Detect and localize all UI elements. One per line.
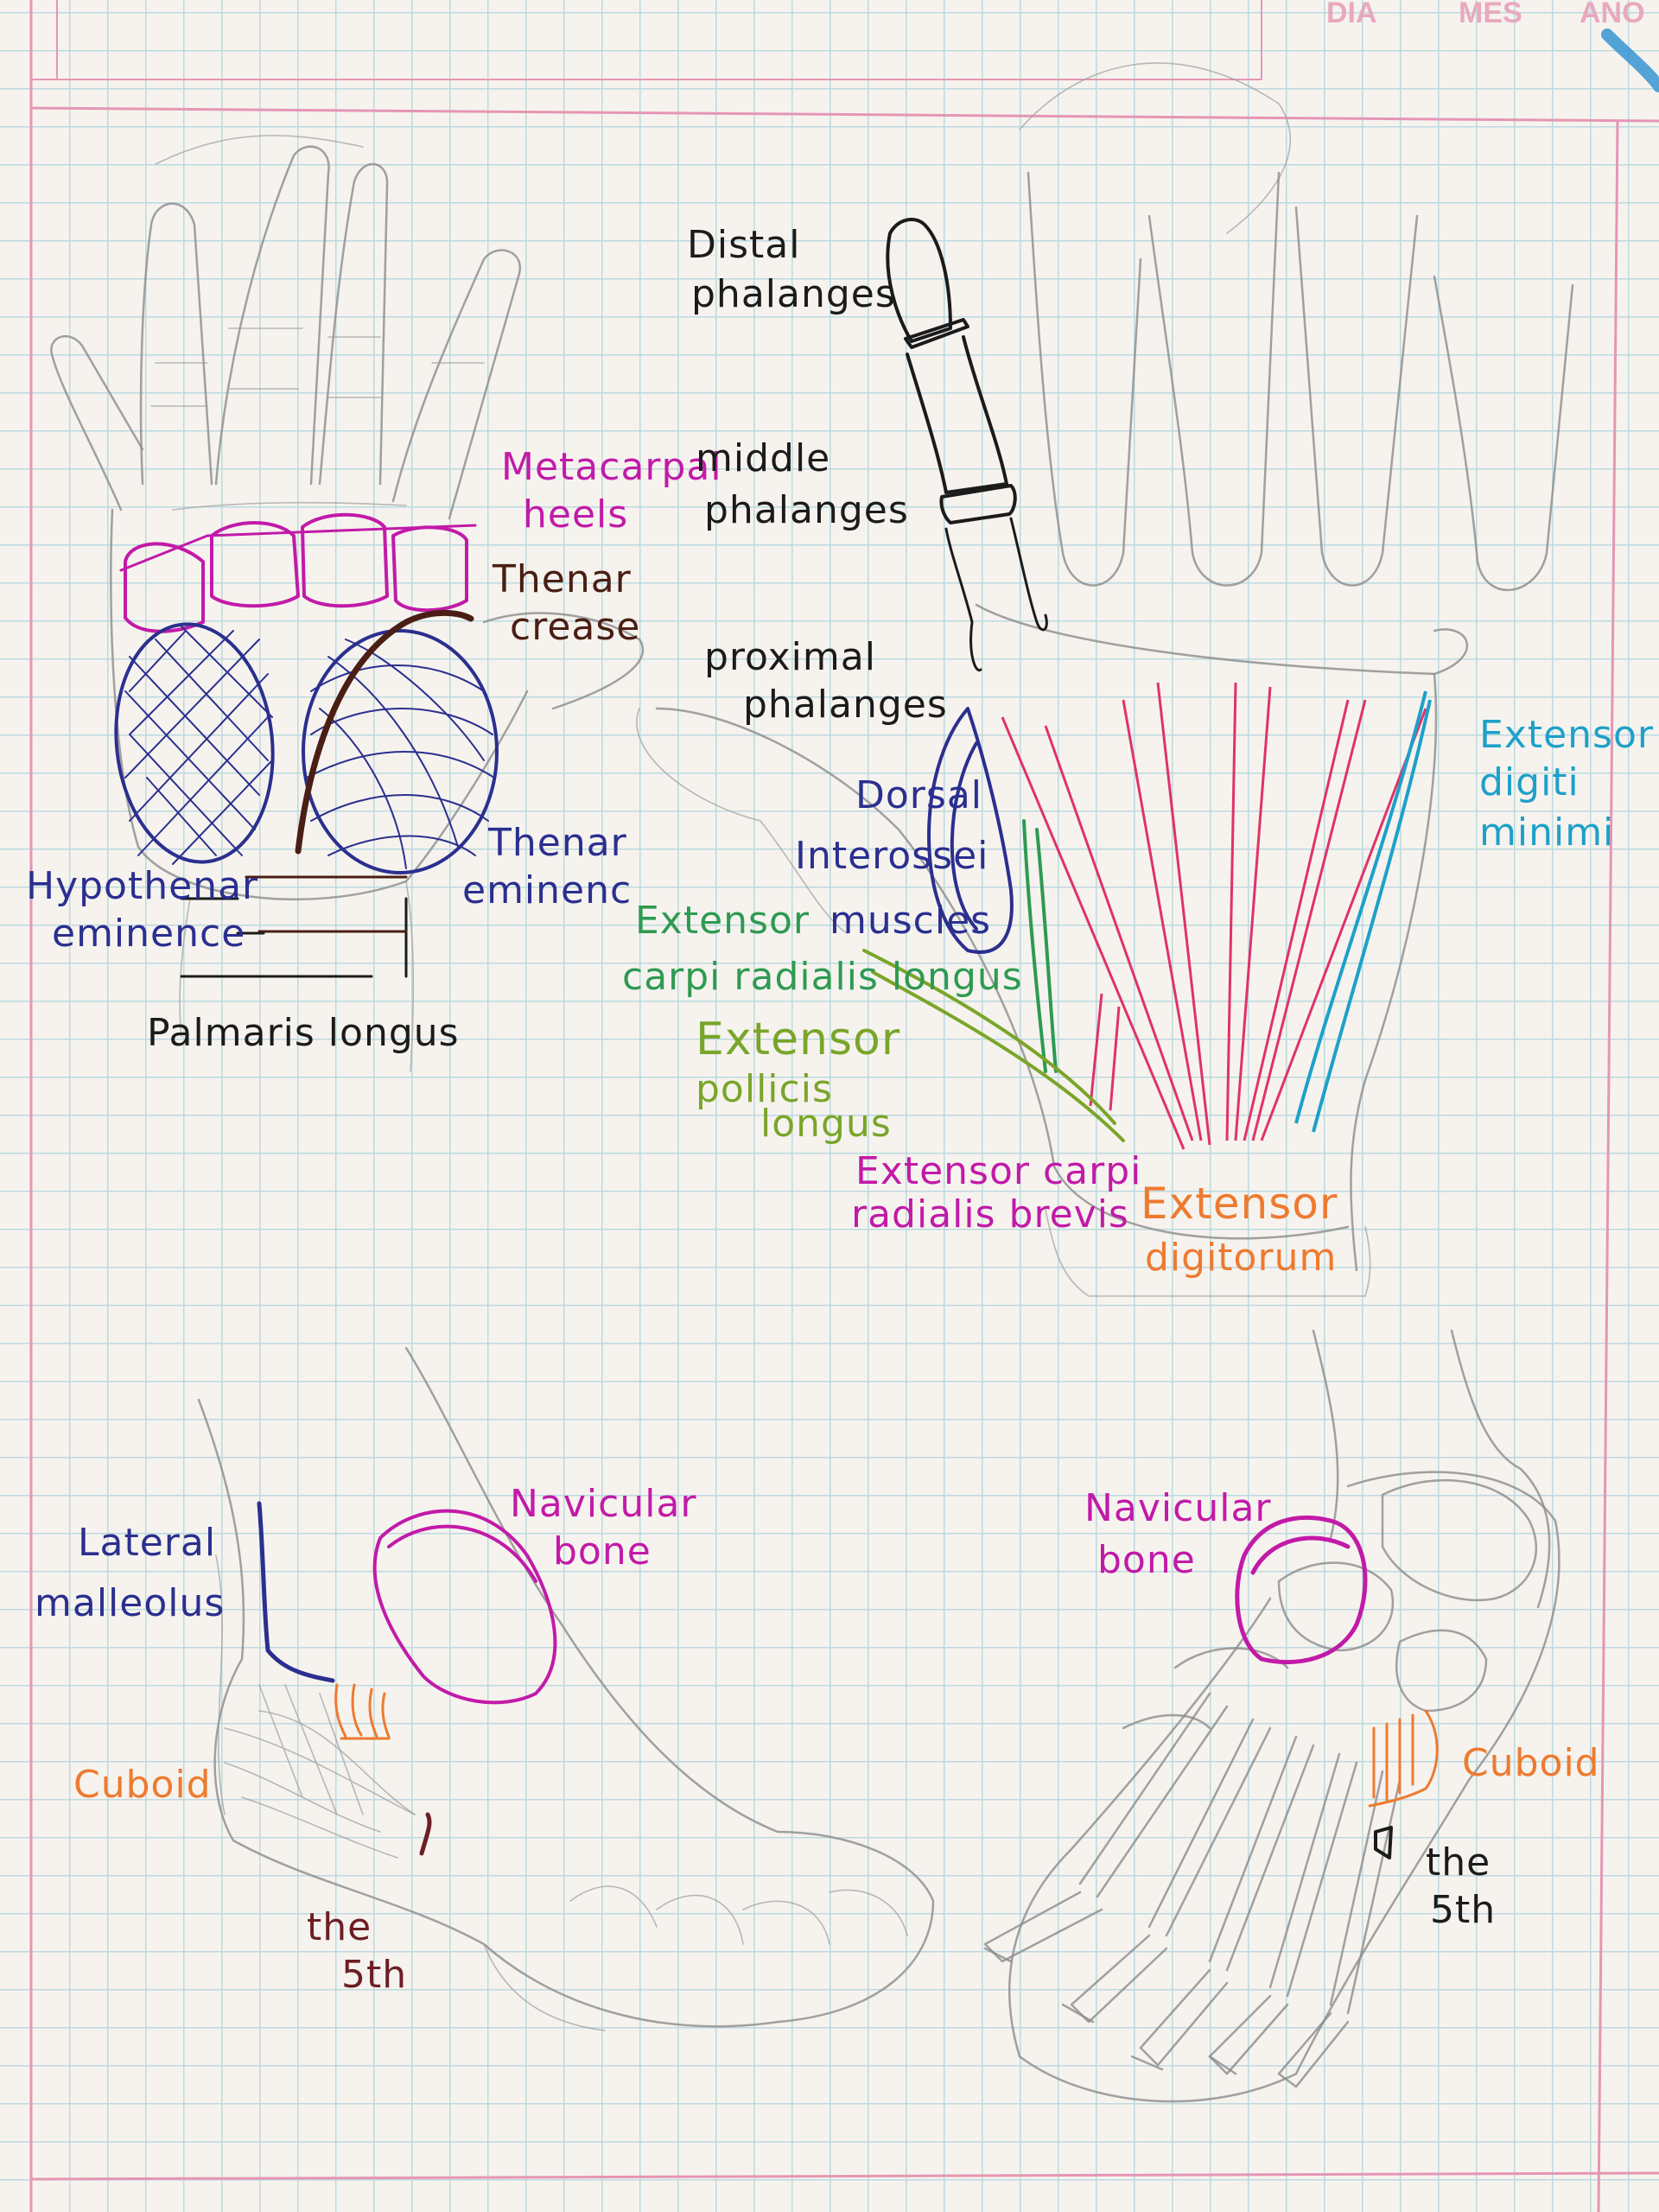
middle-phalanges-label: middle phalanges	[696, 436, 909, 532]
cuboid-side-label: Cuboid	[73, 1763, 212, 1807]
year-label: ANO	[1580, 0, 1645, 29]
lateral-malleolus-label: Lateral malleolus	[35, 1521, 229, 1625]
hypothenar-hatch	[114, 622, 275, 865]
date-header: DIA MES ANO	[1326, 0, 1659, 92]
month-label: MES	[1459, 0, 1522, 29]
metacarpal-heels-marks	[119, 512, 477, 633]
extensor-pollicis-longus-tendon	[862, 949, 1125, 1142]
thenar-eminence-label: Thenar eminenc	[462, 821, 640, 912]
extensor-carpi-radialis-longus-tendon	[1022, 819, 1058, 1073]
finger-phalanges	[886, 218, 1048, 672]
navicular-bone-top-mark	[1235, 1515, 1368, 1665]
extensor-digitorum-tendons	[1001, 682, 1427, 1150]
thenar-crease-label: Thenar crease	[492, 557, 645, 649]
blue-smudge	[1601, 29, 1659, 92]
day-label: DIA	[1326, 0, 1377, 29]
cuboid-top-label: Cuboid	[1462, 1741, 1600, 1785]
distal-phalanges-label: Distal phalanges	[687, 223, 896, 316]
navicular-bone-side-label: Navicular bone	[510, 1482, 710, 1573]
cuboid-side-mark	[334, 1683, 391, 1740]
extensor-carpi-radialis-brevis-label: Extensor carpi radialis brevis	[851, 1149, 1154, 1236]
extensor-digiti-minimi-label: Extensor digiti minimi	[1479, 713, 1659, 855]
extensor-pollicis-longus-label: Extensor pollicis longus	[696, 1014, 913, 1146]
thenar-hatch	[295, 609, 499, 874]
palm-drawing: Metacarpal heels Thenar crease Thenar em…	[26, 135, 735, 1072]
cuboid-top-mark	[1368, 1709, 1439, 1808]
navicular-bone-side-mark	[372, 1509, 557, 1705]
the-5th-side-label: the 5th	[307, 1905, 407, 1997]
navicular-bone-top-label: Navicular bone	[1084, 1486, 1285, 1582]
hypothenar-eminence-label: Hypothenar eminence	[26, 864, 271, 956]
metacarpal-heels-label: Metacarpal heels	[501, 445, 735, 537]
foot-top-drawing: Navicular bone Cuboid the 5th	[983, 1329, 1600, 2103]
extensor-carpi-radialis-longus-label: Extensor carpi radialis longus	[622, 899, 1023, 999]
extensor-digitorum-label: Extensor digitorum	[1141, 1179, 1351, 1280]
lateral-malleolus-mark	[257, 1501, 335, 1683]
fifth-metatarsal-side-mark	[419, 1812, 432, 1856]
palmaris-longus-label: Palmaris longus	[147, 1011, 460, 1055]
dorsal-hand-drawing: Distal phalanges middle phalanges proxim…	[622, 62, 1659, 1297]
dorsal-interossei-label-line3: muscles	[830, 899, 991, 943]
dorsal-interossei-label: Dorsal Interossei	[795, 773, 995, 878]
proximal-phalanges-label: proximal phalanges	[704, 635, 948, 727]
the-5th-top-label: the 5th	[1426, 1840, 1503, 1932]
fifth-metatarsal-top-mark	[1374, 1826, 1393, 1859]
dorsal-interossei-marks	[927, 707, 1014, 954]
foot-side-drawing: Lateral malleolus Navicular bone Cuboid …	[35, 1346, 935, 2031]
extensor-digiti-minimi-tendons	[1294, 690, 1432, 1133]
page-margins	[29, 0, 1659, 2212]
